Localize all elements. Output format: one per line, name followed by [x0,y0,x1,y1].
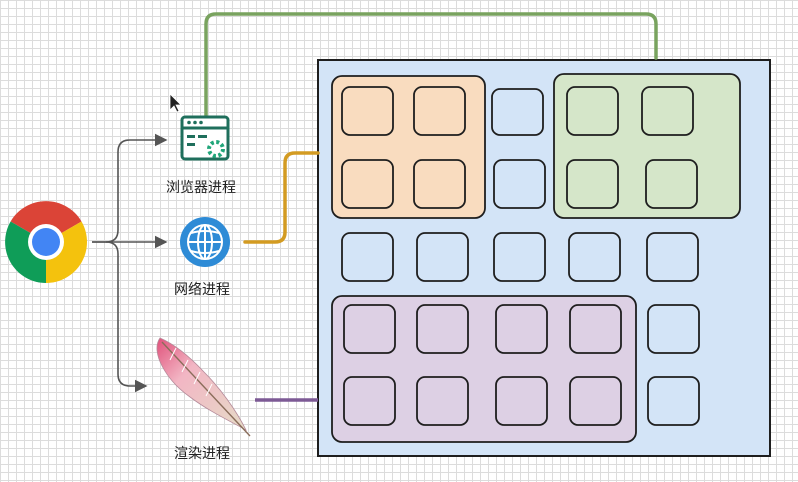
memory-cell [641,86,694,136]
renderer-process-region [331,295,637,443]
memory-cell [646,232,699,282]
memory-cell [493,159,546,209]
arrow-to-browser [92,133,168,243]
browser-process-link [204,12,658,120]
memory-cell [416,304,469,354]
memory-cell [416,376,469,426]
memory-cell [569,304,622,354]
memory-cell [647,304,700,354]
cursor-icon [169,93,182,113]
network-process-label: 网络进程 [174,282,230,298]
memory-cell [341,159,394,209]
feather-icon [156,337,251,437]
network-process-link [243,151,320,244]
memory-cell [566,86,619,136]
memory-cell [495,304,548,354]
gpu-region [553,73,741,219]
renderer-process-label: 渲染进程 [174,446,230,462]
memory-cell [491,88,544,136]
memory-cell [413,159,466,209]
memory-cell [416,232,469,282]
memory-cell [493,232,546,282]
memory-cell [495,376,548,426]
globe-icon [180,217,230,267]
arrow-to-renderer [105,241,148,393]
memory-cell [413,86,466,136]
memory-cell [341,232,394,282]
chrome-logo-icon [5,201,87,283]
memory-cell [647,376,700,426]
browser-process-region [331,75,486,219]
browser-process-label: 浏览器进程 [166,180,236,196]
memory-cell [645,159,698,209]
browser-window-gear-icon [180,115,230,161]
memory-cell [343,376,396,426]
memory-cell [566,159,619,209]
memory-cell [341,86,394,136]
memory-cells [341,86,700,426]
memory-cell [343,304,396,354]
memory-cell [569,376,622,426]
memory-cell [568,232,621,282]
